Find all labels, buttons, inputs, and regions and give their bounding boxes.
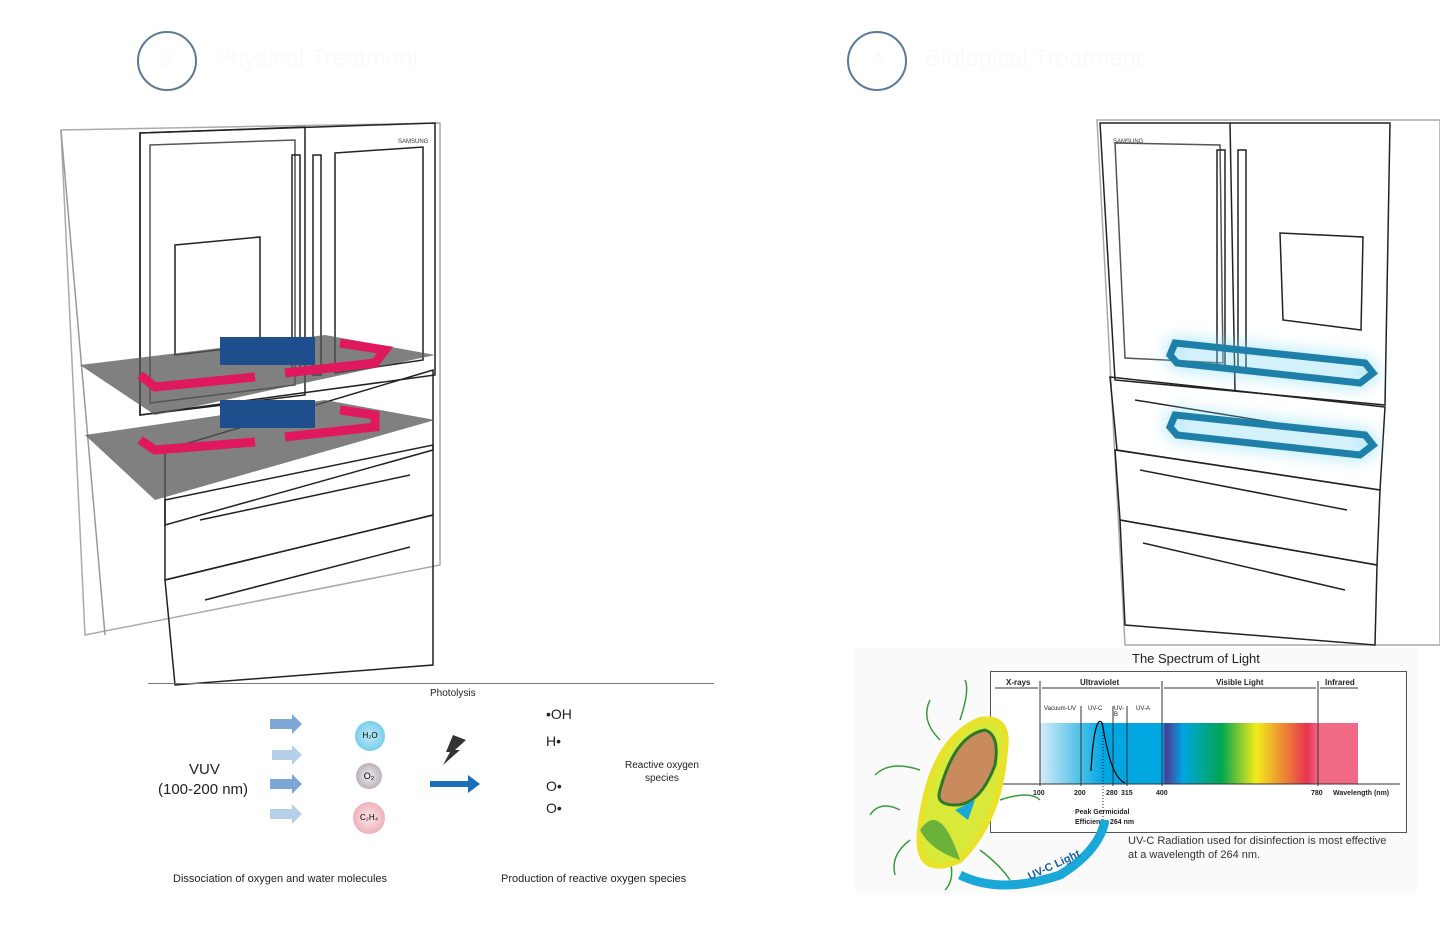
photolysis-arrows	[270, 714, 480, 824]
shelf-plane	[85, 400, 435, 500]
fridge-brand: SAMSUNG	[1113, 139, 1144, 145]
bacterium-illustration: UV-C Light	[869, 680, 1110, 891]
reaction-arrow-icon	[430, 775, 480, 793]
band-label: Ultraviolet	[1080, 678, 1120, 687]
product-oxygen: O•	[546, 778, 562, 794]
tick-label: 780	[1311, 790, 1323, 797]
caption-dissociation: Dissociation of oxygen and water molecul…	[173, 873, 388, 885]
vuv-range: (100-200 nm)	[158, 781, 249, 798]
fridge-airflow-illustration: SAMSUNG	[60, 122, 441, 686]
band-label: Infrared	[1325, 678, 1355, 687]
vuv-arrow-icon	[270, 714, 302, 734]
molecule-c2h4: C₂H₄	[353, 802, 385, 834]
tick-label: 400	[1156, 790, 1168, 797]
product-hydroxyl: •OH	[546, 706, 572, 722]
product-oxygen: O•	[546, 800, 562, 816]
vuv-arrow-icon	[270, 804, 302, 824]
fridge-brand: SAMSUNG	[398, 139, 429, 145]
photolysis-title: Photolysis	[430, 688, 476, 699]
spectrum-caption: UV-C Radiation used for disinfection is …	[1128, 835, 1387, 847]
ros-label: Reactive oxygen	[625, 760, 699, 771]
subband-label: Vacuum-UV	[1044, 706, 1076, 712]
band-label: Visible Light	[1216, 678, 1264, 687]
divider	[148, 683, 714, 684]
step-number-circle: 4	[847, 31, 907, 91]
uv-arrowhead-icon	[955, 800, 975, 820]
tick-label: 315	[1121, 790, 1133, 797]
uv-light-arc	[957, 819, 1110, 890]
subband-label: UV-C	[1088, 706, 1103, 712]
uv-light-rings	[1165, 339, 1378, 459]
tick-label: 200	[1074, 790, 1086, 797]
fridge-uv-illustration: SAMSUNG	[1096, 119, 1440, 646]
spectrum-bar	[1040, 723, 1358, 784]
tick-label: 100	[1033, 790, 1045, 797]
filter-module	[220, 337, 315, 365]
airflow-arrows	[137, 338, 394, 455]
molecule-h2o: H₂O	[355, 721, 385, 751]
vuv-arrow-icon	[272, 745, 302, 765]
subband-label: UV-A	[1136, 706, 1151, 712]
step-number: 4	[871, 47, 884, 72]
lightning-icon	[443, 735, 466, 765]
spectrum-caption: at a wavelength of 264 nm.	[1128, 849, 1261, 861]
spectrum-annotations	[995, 681, 1400, 821]
vuv-label: VUV	[189, 761, 220, 778]
band-label: X-rays	[1006, 678, 1031, 687]
tick-label: 280	[1106, 790, 1118, 797]
section-heading: Biological Treatment	[925, 45, 1143, 72]
vuv-arrow-icon	[270, 774, 302, 794]
shelf-plane	[80, 335, 435, 415]
section-heading: Physical Treatment	[215, 45, 420, 72]
ros-label: species	[645, 773, 679, 784]
filter-module	[220, 400, 315, 428]
spectrum-title: The Spectrum of Light	[1132, 651, 1260, 666]
product-hydrogen: H•	[546, 733, 562, 749]
molecule-o2: O₂	[356, 763, 382, 789]
subband-label: UV-B	[1114, 706, 1125, 718]
peak-label: Peak Germicidal	[1075, 809, 1130, 816]
germicidal-curve	[1090, 720, 1126, 784]
step-number-circle: 3	[137, 31, 197, 91]
step-number: 3	[161, 47, 174, 72]
axis-label: Wavelength (nm)	[1333, 790, 1390, 797]
caption-production: Production of reactive oxygen species	[501, 873, 687, 885]
